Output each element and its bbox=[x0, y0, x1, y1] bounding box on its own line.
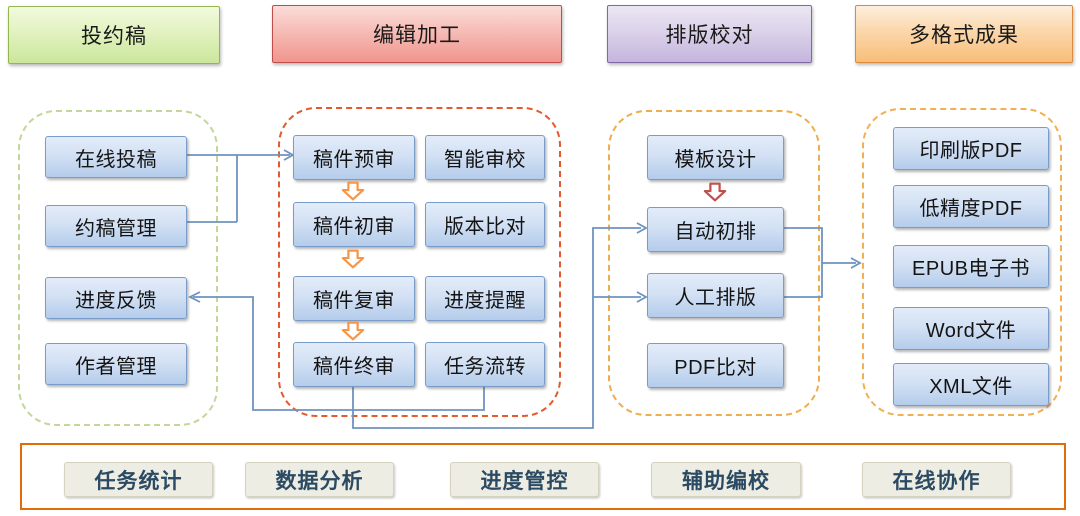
node-auto-typeset: 自动初排 bbox=[647, 207, 784, 252]
node-first-review: 稿件初审 bbox=[293, 202, 415, 247]
node-smart-proofreading: 智能审校 bbox=[425, 135, 545, 180]
footer-btn-assisted-editing: 辅助编校 bbox=[651, 462, 801, 497]
node-template-design: 模板设计 bbox=[647, 135, 784, 180]
footer-btn-task-stats: 任务统计 bbox=[64, 462, 213, 497]
node-progress-feedback: 进度反馈 bbox=[45, 277, 187, 319]
flow-arrow-down-icon bbox=[341, 181, 365, 201]
stage-header-submission: 投约稿 bbox=[8, 6, 220, 64]
node-xml-file: XML文件 bbox=[893, 363, 1049, 406]
footer-btn-online-collaboration: 在线协作 bbox=[862, 462, 1011, 497]
stage-header-typesetting: 排版校对 bbox=[607, 5, 812, 63]
node-word-file: Word文件 bbox=[893, 307, 1049, 350]
node-pre-review: 稿件预审 bbox=[293, 135, 415, 180]
stage-header-outputs: 多格式成果 bbox=[855, 5, 1073, 63]
node-manual-typeset: 人工排版 bbox=[647, 273, 784, 318]
arrowhead-outputs bbox=[850, 257, 862, 269]
node-task-flow: 任务流转 bbox=[425, 342, 545, 387]
node-lowres-pdf: 低精度PDF bbox=[893, 185, 1049, 228]
flow-arrow-down-icon bbox=[341, 321, 365, 341]
node-second-review: 稿件复审 bbox=[293, 276, 415, 321]
node-pdf-compare: PDF比对 bbox=[647, 343, 784, 388]
footer-capability-bar: 任务统计 数据分析 进度管控 辅助编校 在线协作 bbox=[20, 443, 1066, 510]
group-submission bbox=[18, 110, 218, 426]
stage-header-editing: 编辑加工 bbox=[272, 5, 562, 63]
flow-arrow-down-icon bbox=[341, 249, 365, 269]
group-outputs bbox=[862, 108, 1062, 416]
node-version-compare: 版本比对 bbox=[425, 202, 545, 247]
node-epub: EPUB电子书 bbox=[893, 245, 1049, 288]
node-final-review: 稿件终审 bbox=[293, 342, 415, 387]
node-print-pdf: 印刷版PDF bbox=[893, 127, 1049, 170]
node-author-management: 作者管理 bbox=[45, 343, 187, 385]
footer-btn-progress-control: 进度管控 bbox=[450, 462, 599, 497]
flow-arrow-down-red-icon bbox=[703, 182, 727, 202]
node-commission-management: 约稿管理 bbox=[45, 205, 187, 247]
footer-btn-data-analysis: 数据分析 bbox=[245, 462, 394, 497]
node-online-submission: 在线投稿 bbox=[45, 136, 187, 178]
node-progress-reminder: 进度提醒 bbox=[425, 276, 545, 321]
